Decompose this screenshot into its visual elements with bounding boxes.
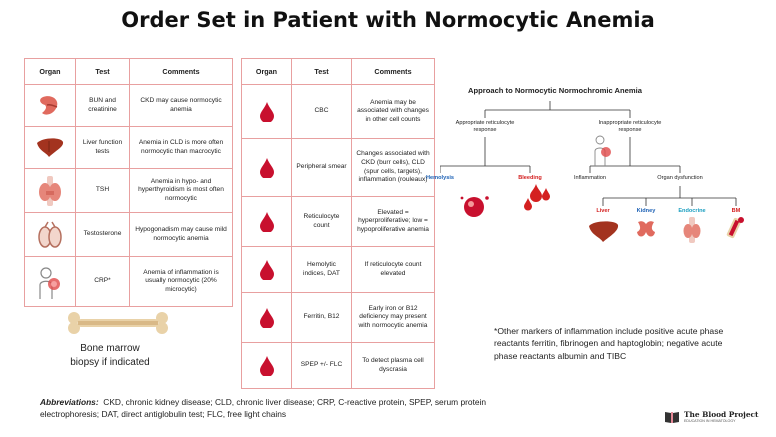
header-comments: Comments [129,58,233,85]
test-cell: CRP* [75,256,130,307]
left-order-table: Organ Test Comments BUN and creatinine C… [24,58,233,307]
table-row: SPEP +/- FLC To detect plasma cell dyscr… [241,342,435,389]
brand-logo: The Blood Project EDUCATION IN HEMATOLOG… [664,410,758,424]
bone-icon [68,312,168,334]
bleeding-icon [524,184,550,211]
right-order-table: Organ Test Comments CBC Anemia may be as… [241,58,435,389]
blood-drop-icon [241,138,292,197]
thyroid-icon [683,217,701,243]
inappropriate-label: Inappropriate reticulocyte response [598,120,662,133]
inflamed-person-icon [594,135,611,166]
blood-drop-icon [241,292,292,343]
kidney-icon [24,84,76,127]
test-cell: Reticulocyte count [291,196,352,247]
table-row: Peripheral smear Changes associated with… [241,138,435,197]
bleeding-label: Bleeding [518,175,542,181]
header-organ: Organ [241,58,292,85]
test-cell: Ferritin, B12 [291,292,352,343]
kidney-icon [637,221,655,237]
bone-marrow-label: Bone marrow biopsy if indicated [70,343,150,368]
footnote: *Other markers of inflammation include p… [494,326,724,361]
test-cell: Hemolytic indices, DAT [291,246,352,293]
kidney-label: Kidney [636,208,656,214]
comment-cell: Elevated = hyperproliferative; low = hyp… [351,196,435,247]
comment-cell: Hypogonadism may cause mild normocytic a… [129,212,233,257]
table-row: CBC Anemia may be associated with change… [241,84,435,139]
table-row: BUN and creatinine CKD may cause normocy… [24,84,233,127]
endocrine-label: Endocrine [678,208,706,214]
test-cell: CBC [291,84,352,139]
page-title: Order Set in Patient with Normocytic Ane… [121,8,655,32]
blood-drop-icon [241,84,292,139]
comment-cell: Anemia of inflammation is usually normoc… [129,256,233,307]
bone-marrow-icon [726,217,744,239]
book-icon [665,412,679,423]
liver-icon [24,126,76,169]
liver-icon [589,221,619,242]
liver-label: Liver [596,208,610,214]
inflammation-label: Inflammation [573,175,607,181]
table-row: CRP* Anemia of inflammation is usually n… [24,256,233,307]
header-test: Test [75,58,130,85]
test-cell: TSH [75,168,130,213]
diagram-title: Approach to Normocytic Normochromic Anem… [468,86,642,95]
approach-diagram: Approach to Normocytic Normochromic Anem… [426,80,770,260]
blood-drop-icon [241,342,292,389]
comment-cell: Anemia in hypo- and hyperthyroidism is m… [129,168,233,213]
test-cell: Liver function tests [75,126,130,169]
testes-icon [24,212,76,257]
test-cell: BUN and creatinine [75,84,130,127]
brand-subtitle: EDUCATION IN HEMATOLOGY [684,419,736,424]
blood-drop-icon [241,196,292,247]
bm-label: BM [731,208,741,214]
table-row: Hemolytic indices, DAT If reticulocyte c… [241,246,435,293]
test-cell: Testosterone [75,212,130,257]
blood-drop-icon [241,246,292,293]
table-row: TSH Anemia in hypo- and hyperthyroidism … [24,168,233,213]
appropriate-label: Appropriate reticulocyte response [455,120,515,133]
comment-cell: Changes associated with CKD (burr cells)… [351,138,435,197]
header-comments: Comments [351,58,435,85]
comment-cell: Anemia in CLD is more often normocytic t… [129,126,233,169]
comment-cell: If reticulocyte count elevated [351,246,435,293]
comment-cell: To detect plasma cell dyscrasia [351,342,435,389]
organ-dysfunction-label: Organ dysfunction [657,175,703,181]
test-cell: Peripheral smear [291,138,352,197]
hemolysis-icon [460,196,489,217]
comment-cell: CKD may cause normocytic anemia [129,84,233,127]
diagram-lines [440,101,744,243]
test-cell: SPEP +/- FLC [291,342,352,389]
header-test: Test [291,58,352,85]
table-row: Reticulocyte count Elevated = hyperproli… [241,196,435,247]
thyroid-icon [24,168,76,213]
table-row: Ferritin, B12 Early iron or B12 deficien… [241,292,435,343]
table-row: Testosterone Hypogonadism may cause mild… [24,212,233,257]
comment-cell: Early iron or B12 deficiency may present… [351,292,435,343]
table-row: Liver function tests Anemia in CLD is mo… [24,126,233,169]
brand-name: The Blood Project [684,409,759,419]
header-organ: Organ [24,58,76,85]
abbreviations: Abbreviations: CKD, chronic kidney disea… [40,397,487,420]
inflamed-person-icon [24,256,76,307]
hemolysis-label: Hemolysis [426,175,454,181]
comment-cell: Anemia may be associated with changes in… [351,84,435,139]
